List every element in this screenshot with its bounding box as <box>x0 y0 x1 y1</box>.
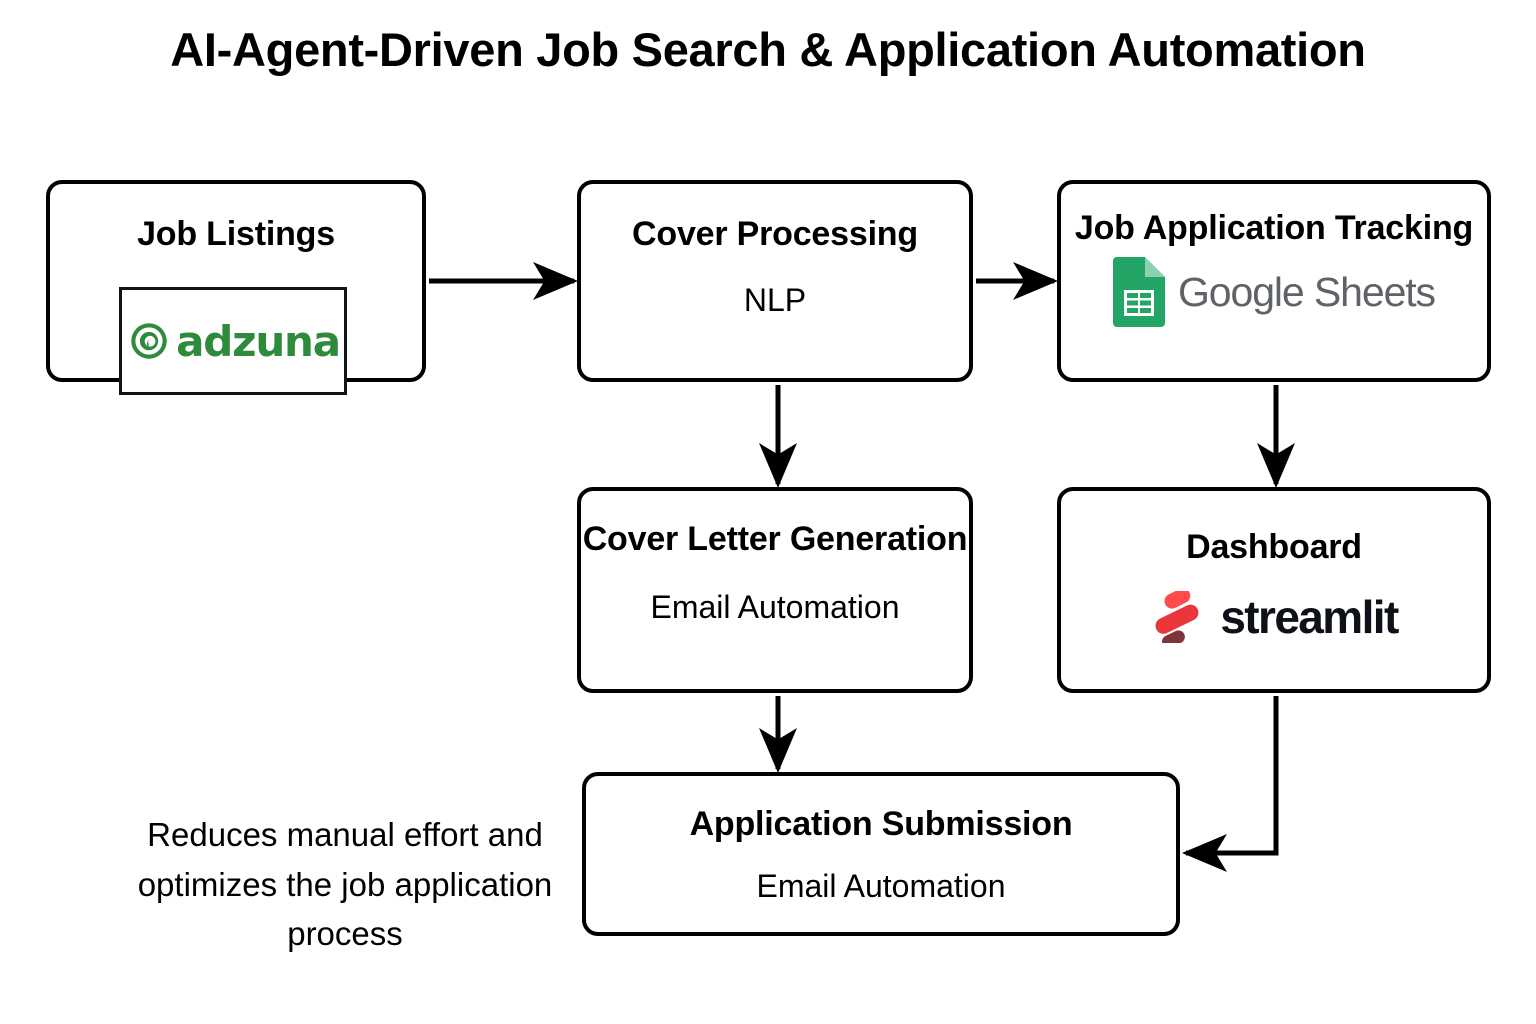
adzuna-wordmark: adzuna <box>176 316 341 366</box>
node-application-submission-sub: Email Automation <box>756 868 1006 905</box>
adzuna-icon <box>131 323 167 359</box>
node-cover-processing[interactable]: Cover Processing NLP <box>577 180 973 382</box>
node-application-submission-header: Application Submission <box>689 805 1073 843</box>
node-cover-letter-generation-header: Cover Letter Generation <box>582 520 968 558</box>
node-dashboard[interactable]: Dashboard streamlit <box>1057 487 1491 693</box>
google-sheets-wordmark: Google Sheets <box>1178 268 1436 315</box>
adzuna-logo-plate: adzuna <box>119 287 347 395</box>
node-dashboard-header: Dashboard <box>1186 528 1362 566</box>
node-application-submission[interactable]: Application Submission Email Automation <box>582 772 1180 936</box>
node-job-application-tracking[interactable]: Job Application Tracking Google Sheets <box>1057 180 1491 382</box>
diagram-caption: Reduces manual effort and optimizes the … <box>137 816 553 952</box>
node-cover-processing-sub: NLP <box>743 282 807 319</box>
streamlit-lockup: streamlit <box>1150 590 1399 644</box>
node-cover-processing-header: Cover Processing <box>632 215 918 253</box>
edge-dashboard-to-app-submission <box>1181 696 1279 872</box>
google-sheets-lockup: Google Sheets <box>1113 257 1436 328</box>
node-cover-letter-generation[interactable]: Cover Letter Generation Email Automation <box>577 487 973 693</box>
node-job-listings-header: Job Listings <box>137 215 335 253</box>
page-title: AI-Agent-Driven Job Search & Application… <box>170 23 1366 76</box>
streamlit-wordmark: streamlit <box>1220 591 1399 644</box>
node-job-application-tracking-header: Job Application Tracking <box>1074 209 1474 247</box>
node-cover-letter-generation-sub: Email Automation <box>650 589 900 626</box>
google-sheets-icon <box>1113 257 1166 328</box>
streamlit-icon <box>1155 591 1199 644</box>
